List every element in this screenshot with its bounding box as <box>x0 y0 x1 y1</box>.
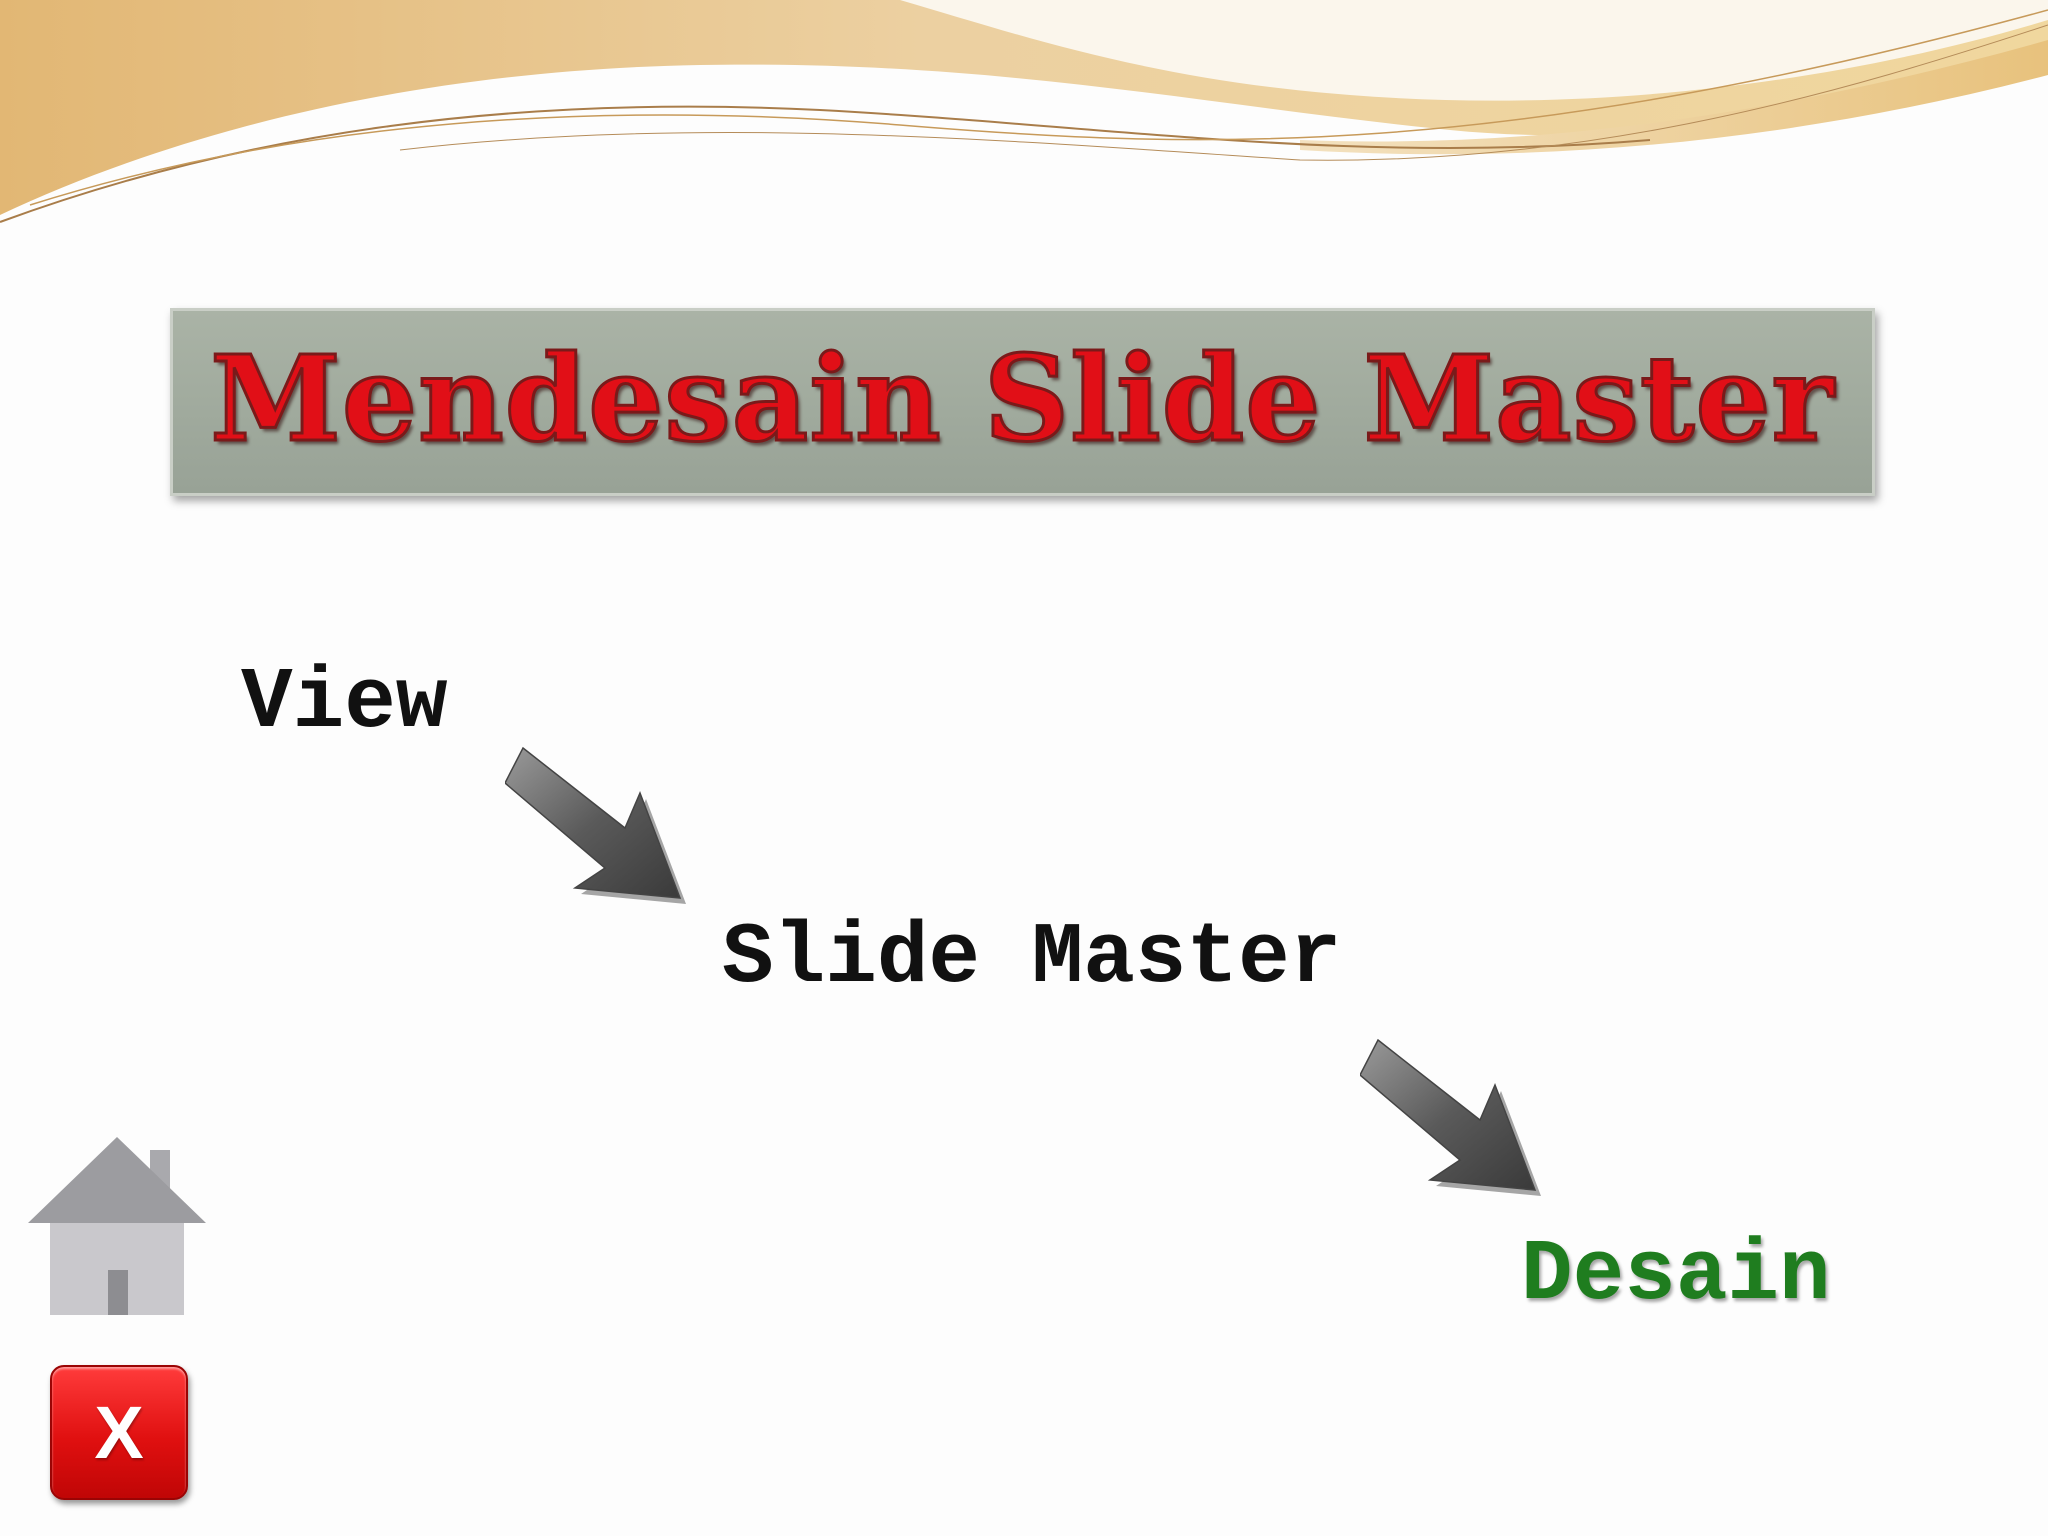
step-slide-master-label: Slide Master <box>722 909 1342 1007</box>
title-banner: Mendesain Slide Master <box>170 308 1875 496</box>
exit-button-label: X <box>94 1390 144 1474</box>
arrow-down-right-icon <box>505 746 686 904</box>
step-desain-label: Desain <box>1521 1226 1831 1324</box>
step-view-label: View <box>241 654 448 752</box>
header-wave-decoration <box>0 0 2048 223</box>
home-icon[interactable] <box>28 1135 206 1315</box>
arrow-down-right-icon <box>1360 1038 1541 1196</box>
slide-title: Mendesain Slide Master <box>209 329 1835 468</box>
exit-button[interactable]: X <box>50 1365 188 1500</box>
